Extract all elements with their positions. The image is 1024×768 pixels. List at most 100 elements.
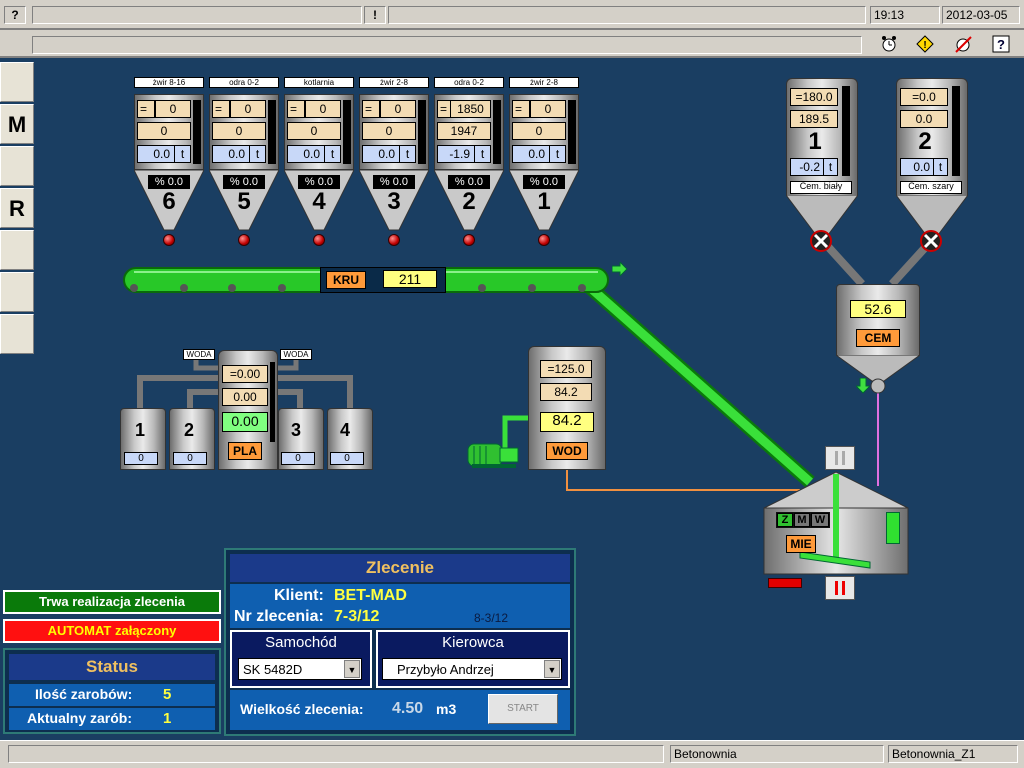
left-button-3[interactable] bbox=[0, 146, 34, 186]
silo-name-label: żwir 2-8 bbox=[509, 77, 579, 88]
order-size-unit: m3 bbox=[436, 701, 457, 717]
plasticizer-level-bar bbox=[270, 362, 275, 442]
left-button-1[interactable] bbox=[0, 62, 34, 102]
silo-valve-lamp[interactable] bbox=[388, 234, 400, 246]
eq-sign: = bbox=[287, 100, 305, 118]
eq-sign: = bbox=[795, 90, 803, 104]
start-button[interactable]: START bbox=[488, 694, 558, 724]
order-size-label: Wielkość zlecenia: bbox=[240, 701, 364, 717]
silo-level-bar bbox=[568, 100, 576, 164]
cement-level-bar bbox=[842, 86, 850, 176]
silo-valve-lamp[interactable] bbox=[163, 234, 175, 246]
alert-button[interactable]: ! bbox=[364, 6, 386, 24]
silo-valve-lamp[interactable] bbox=[238, 234, 250, 246]
order-size-row: Wielkość zlecenia: 4.50 m3 START bbox=[230, 690, 570, 730]
cement-set-value: =0.0 bbox=[900, 88, 948, 106]
silo-level-bar bbox=[493, 100, 501, 164]
batches-row: Ilość zarobów: 5 bbox=[9, 684, 215, 706]
plasticizer-set-value: =0.00 bbox=[222, 365, 268, 383]
bottom-status-bar: Betonownia Betonownia_Z1 bbox=[0, 740, 1024, 768]
running-status: Trwa realizacja zlecenia bbox=[3, 590, 221, 614]
cement-name: Cem. biały bbox=[790, 181, 852, 194]
help-context-icon[interactable]: ? bbox=[990, 34, 1012, 54]
top-toolbar: ? ! 19:13 2012-03-05 bbox=[0, 0, 1024, 30]
warning-icon[interactable]: ! bbox=[914, 34, 936, 54]
silo-unit: t bbox=[249, 145, 266, 163]
eq-sign: = bbox=[437, 100, 451, 118]
reset-button[interactable]: R bbox=[0, 188, 34, 228]
help-button[interactable]: ? bbox=[4, 6, 26, 24]
date: 2012-03-05 bbox=[942, 6, 1020, 24]
silo-weight-value: 0.0 bbox=[212, 145, 250, 163]
silo-name-label: odra 0-2 bbox=[209, 77, 279, 88]
silo-valve-lamp[interactable] bbox=[313, 234, 325, 246]
mixer-label[interactable]: MIE bbox=[786, 535, 816, 553]
cement-valve-icon[interactable] bbox=[810, 230, 832, 255]
silo-set-value: 1850 bbox=[450, 100, 491, 118]
cement-discharge-valve-icon[interactable] bbox=[870, 378, 886, 397]
silo-percent: % 0.0 bbox=[298, 175, 340, 189]
current-batch-row: Aktualny zarób: 1 bbox=[9, 708, 215, 730]
water-pump-icon[interactable] bbox=[466, 436, 524, 473]
silo-weight-value: 0.0 bbox=[512, 145, 550, 163]
manual-mode-button[interactable]: M bbox=[0, 104, 34, 144]
silo-actual-value: 0 bbox=[137, 122, 191, 140]
silo-set-value: 0 bbox=[155, 100, 191, 118]
mixer-close-indicator[interactable]: Z bbox=[777, 513, 793, 527]
vehicle-select[interactable]: SK 5482D ▼ bbox=[238, 658, 362, 680]
cement-valve-icon[interactable] bbox=[920, 230, 942, 255]
client-label: Klient: bbox=[274, 587, 324, 604]
mixer-stop-button[interactable] bbox=[825, 576, 855, 600]
current-batch-label: Aktualny zarób: bbox=[27, 710, 133, 726]
silo-number: 4 bbox=[312, 188, 326, 215]
driver-group: Kierowca Przybyło Andrzej ▼ bbox=[376, 630, 570, 688]
water-label[interactable]: WOD bbox=[546, 442, 588, 460]
silo-set-value: 0 bbox=[230, 100, 266, 118]
status-field-right: Betonownia_Z1 bbox=[888, 745, 1018, 763]
silo-actual-value: 0 bbox=[512, 122, 566, 140]
water-set-value: =125.0 bbox=[540, 360, 592, 378]
chevron-down-icon[interactable]: ▼ bbox=[544, 660, 560, 678]
mixer-pause-button[interactable] bbox=[825, 446, 855, 470]
alarm-clock-icon[interactable] bbox=[878, 34, 900, 54]
water-weight-value: 84.2 bbox=[540, 412, 594, 432]
order-size-value: 4.50 bbox=[392, 700, 424, 717]
silo-percent: % 0.0 bbox=[523, 175, 565, 189]
left-button-7[interactable] bbox=[0, 314, 34, 354]
left-button-6[interactable] bbox=[0, 272, 34, 312]
eq-sign: = bbox=[547, 362, 555, 376]
left-button-5[interactable] bbox=[0, 230, 34, 270]
silo-valve-lamp[interactable] bbox=[463, 234, 475, 246]
cement-set-value: =180.0 bbox=[790, 88, 838, 106]
silo-actual-value: 0 bbox=[362, 122, 416, 140]
plasticizer-label[interactable]: PLA bbox=[228, 442, 262, 460]
mixer-discharge-indicator[interactable]: W bbox=[811, 513, 829, 527]
driver-title: Kierowca bbox=[442, 634, 504, 651]
svg-text:!: ! bbox=[923, 40, 926, 51]
eq-sign: = bbox=[212, 100, 230, 118]
silo-set-value: 0 bbox=[380, 100, 416, 118]
order-info: Klient: BET-MAD Nr zlecenia: 7-3/12 8-3/… bbox=[230, 584, 570, 628]
cement-unit: t bbox=[933, 158, 948, 176]
silo-valve-lamp[interactable] bbox=[538, 234, 550, 246]
next-order-number: 8-3/12 bbox=[474, 611, 509, 625]
silo-actual-value: 0 bbox=[287, 122, 341, 140]
alarm-off-icon[interactable] bbox=[952, 34, 974, 54]
silo-set-value: 0 bbox=[530, 100, 566, 118]
mixer-mix-indicator[interactable]: M bbox=[794, 513, 810, 527]
status-field-left bbox=[8, 745, 664, 763]
cement-actual-value: 0.0 bbox=[900, 110, 948, 128]
order-number-value: 7-3/12 bbox=[334, 608, 380, 625]
cement-silo-number: 1 bbox=[808, 128, 822, 155]
conveyor-label[interactable]: KRU bbox=[326, 271, 366, 289]
chevron-down-icon[interactable]: ▼ bbox=[344, 660, 360, 678]
eq-sign: = bbox=[512, 100, 530, 118]
silo-weight-value: 0.0 bbox=[137, 145, 175, 163]
driver-select[interactable]: Przybyło Andrzej ▼ bbox=[382, 658, 562, 680]
cement-scale-label[interactable]: CEM bbox=[856, 329, 900, 347]
woda-label-right: WODA bbox=[280, 349, 312, 360]
cement-weight-value: -0.2 bbox=[790, 158, 824, 176]
silo-number: 3 bbox=[387, 188, 401, 215]
silo-unit: t bbox=[324, 145, 341, 163]
silo-name-label: żwir 2-8 bbox=[359, 77, 429, 88]
